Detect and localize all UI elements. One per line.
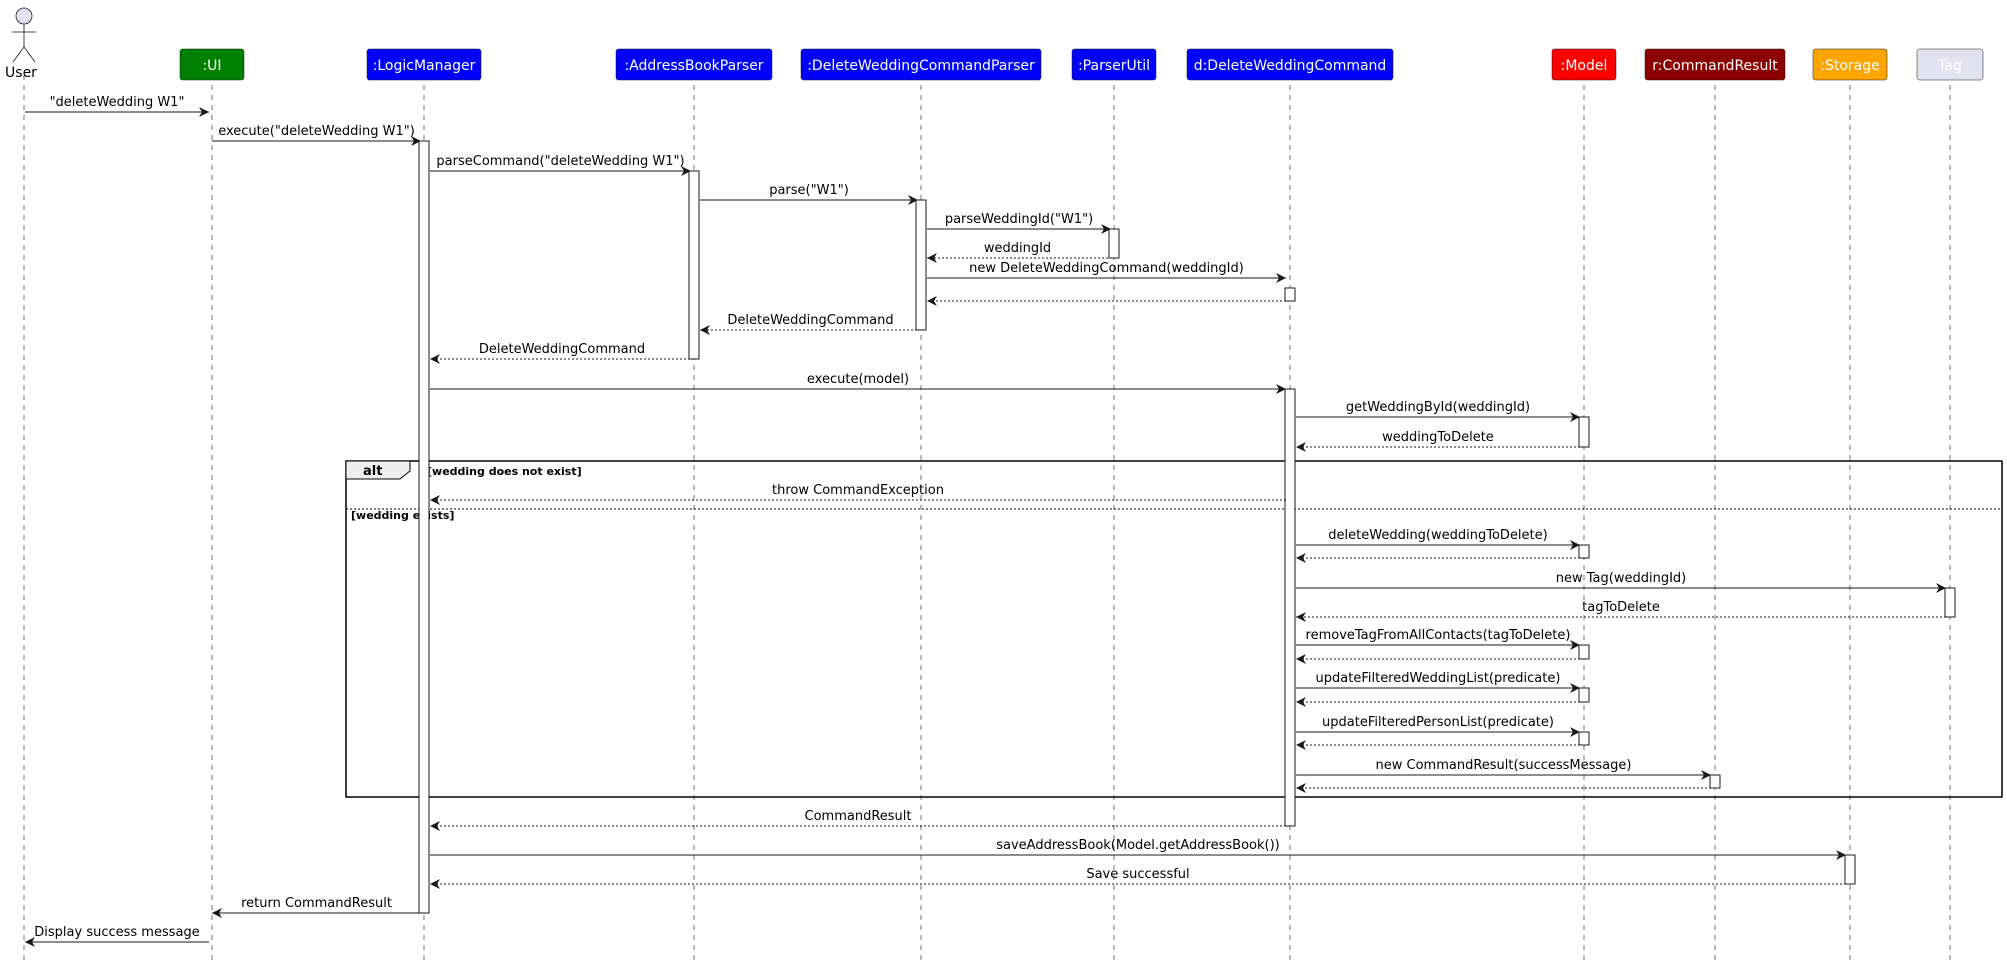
message-label-new-commandresult-successmessage: new CommandResult(successMessage) [1376,758,1632,773]
participant-label-ui: :UI [202,58,221,74]
participant-label-tag: Tag [1937,58,1962,74]
alt-fragment-tab [345,460,411,480]
message-label-deleteweddingcommand: DeleteWeddingCommand [479,342,645,357]
activation-bar-model [1578,416,1590,448]
message-label-deleteweddingcommand: DeleteWeddingCommand [727,313,893,328]
message-label-execute-model: execute(model) [807,372,909,387]
actor-head [15,7,33,25]
message-label-execute-deletewedding-w1: execute("deleteWedding W1") [218,124,415,139]
message-label-saveaddressbook-model-getaddressbook: saveAddressBook(Model.getAddressBook()) [996,838,1279,853]
actor-leg-right [23,46,36,63]
participant-box-storage [1812,48,1888,81]
alt-fragment-frame [345,460,2003,798]
participant-box-dwc [1186,48,1394,81]
activation-bar-storage [1844,854,1856,885]
alt-guard-2: [wedding exists] [351,509,454,522]
message-label-weddingtodelete: weddingToDelete [1382,430,1494,445]
activation-bar-pu [1108,228,1120,259]
participant-label-dwc: d:DeleteWeddingCommand [1194,58,1387,74]
activation-bar-cr [1709,774,1721,789]
actor-label: User [5,65,37,81]
activation-bar-lm [418,140,430,914]
message-label-new-deleteweddingcommand-weddingid: new DeleteWeddingCommand(weddingId) [969,261,1244,276]
message-label-return-commandresult: return CommandResult [241,896,392,911]
alt-keyword: alt [363,464,382,479]
activation-bar-model [1578,544,1590,559]
message-label-weddingid: weddingId [984,241,1051,256]
message-label-parseweddingid-w1: parseWeddingId("W1") [945,212,1093,227]
message-label-display-success-message: Display success message [34,925,199,940]
participant-label-dwcp: :DeleteWeddingCommandParser [807,58,1035,74]
participant-label-pu: :ParserUtil [1078,58,1150,74]
message-label-new-tag-weddingid: new Tag(weddingId) [1556,571,1686,586]
message-label-deletewedding-weddingtodelete: deleteWedding(weddingToDelete) [1328,528,1547,543]
message-label-updatefilteredweddinglist-predicate: updateFilteredWeddingList(predicate) [1316,671,1561,686]
participant-box-ui [179,48,245,81]
alt-guard-1: [wedding does not exist] [427,465,582,478]
activation-bar-model [1578,644,1590,660]
activation-bar-tag [1944,587,1956,618]
message-label-parse-w1: parse("W1") [769,183,849,198]
message-label-deletewedding-w1: "deleteWedding W1" [50,95,185,110]
participant-box-tag [1916,48,1984,81]
activation-bar-abp [688,170,700,360]
participant-box-dwcp [800,48,1042,81]
message-label-removetagfromallcontacts-tagtodelete: removeTagFromAllContacts(tagToDelete) [1306,628,1571,643]
actor-icon [12,7,36,63]
participant-box-lm [366,48,482,81]
participant-box-model [1551,48,1617,81]
participant-box-abp [615,48,773,81]
message-label-save-successful: Save successful [1086,867,1189,882]
message-label-updatefilteredpersonlist-predicate: updateFilteredPersonList(predicate) [1322,715,1554,730]
participant-box-cr [1644,48,1786,81]
message-label-tagtodelete: tagToDelete [1582,600,1660,615]
message-label-commandresult: CommandResult [805,809,912,824]
participant-label-cr: r:CommandResult [1652,58,1778,74]
activation-bar-dwc [1284,388,1296,827]
participant-box-pu [1071,48,1157,81]
participant-label-model: :Model [1561,58,1608,74]
participant-label-storage: :Storage [1820,58,1880,74]
activation-bar-model [1578,687,1590,703]
message-label-throw-commandexception: throw CommandException [772,483,944,498]
actor-leg-left [12,46,25,63]
participant-label-lm: :LogicManager [373,58,476,74]
message-label-getweddingbyid-weddingid: getWeddingById(weddingId) [1346,400,1530,415]
activation-bar-dwc [1284,287,1296,302]
activation-bar-model [1578,731,1590,746]
participant-label-abp: :AddressBookParser [624,58,763,74]
message-label-parsecommand-deletewedding-w1: parseCommand("deleteWedding W1") [436,154,684,169]
activation-bar-dwcp [915,199,927,331]
